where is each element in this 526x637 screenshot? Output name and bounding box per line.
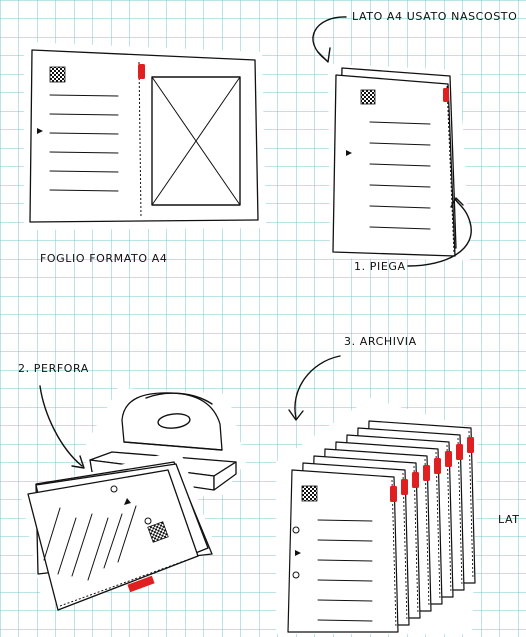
red-tab-icon: [456, 444, 463, 460]
red-tab-icon: [390, 486, 397, 502]
red-tab-icon: [138, 64, 145, 79]
red-tab-icon: [401, 479, 408, 495]
red-tab-icon: [412, 472, 419, 488]
folded-sheet: [328, 64, 470, 260]
qr-code-icon: [361, 90, 375, 104]
a4-sheet-open: [24, 42, 266, 230]
label-step-punch: 2. PERFORA: [18, 362, 89, 375]
label-step-archive: 3. ARCHIVIA: [344, 335, 417, 348]
red-tab-icon: [445, 451, 452, 467]
qr-code-icon: [302, 486, 317, 501]
red-tab-icon: [467, 437, 474, 453]
label-cut-right: LAT: [498, 513, 520, 526]
label-step-fold: 1. PIEGA: [354, 260, 406, 273]
red-tab-icon: [434, 458, 441, 474]
red-tab-icon: [443, 88, 449, 102]
label-a4-sheet: FOGLIO FORMATO A4: [40, 252, 167, 265]
red-tab-icon: [423, 465, 430, 481]
label-hidden-side: LATO A4 USATO NASCOSTO: [352, 10, 517, 23]
qr-code-icon: [50, 67, 65, 82]
